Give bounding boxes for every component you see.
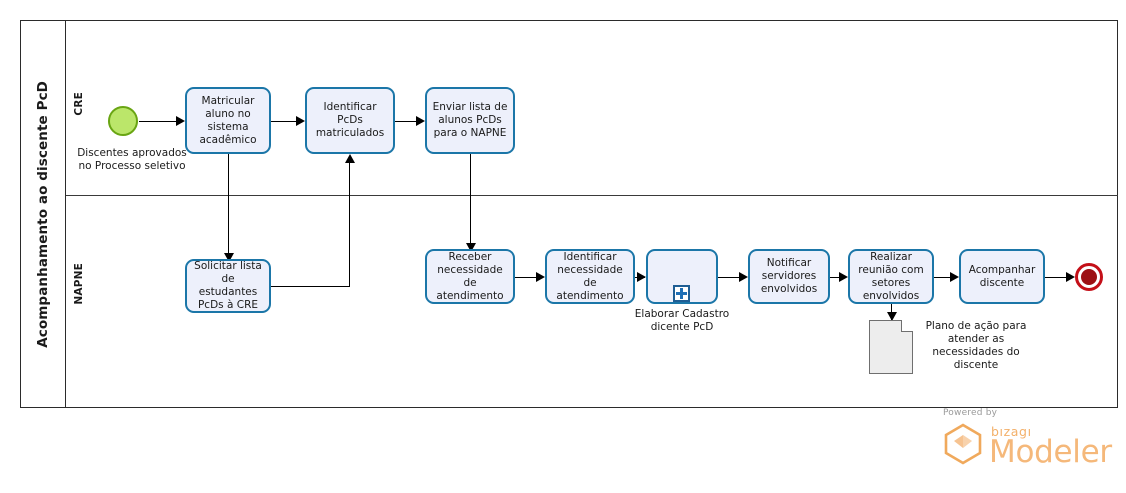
subprocess-elaborar-cadastro[interactable] (646, 249, 718, 304)
end-event-circle[interactable] (1075, 263, 1103, 291)
pool-title-band: Acompanhamento ao discente PcD (20, 20, 66, 408)
association-arrow (886, 312, 897, 321)
flow-receber-to-identificar-nec (515, 276, 537, 278)
flow-matricular-to-solicitar (227, 154, 229, 259)
flow-arrow (344, 154, 355, 163)
plus-icon (673, 285, 690, 302)
bizagi-wordmark: bızagı (991, 424, 1032, 439)
task-notificar-servidores[interactable]: Notificar servidores envolvidos (748, 249, 830, 304)
powered-by-label: Powered by (943, 408, 998, 418)
bizagi-hexagon-logo (944, 423, 982, 465)
lane-cre (66, 20, 1118, 196)
start-event-circle[interactable] (108, 106, 138, 136)
flow-realizar-to-acompanhar (934, 276, 952, 278)
flow-acompanhar-to-end (1045, 276, 1068, 278)
task-identificar-necessidade[interactable]: Identificar necessidade de atendimento (545, 249, 635, 304)
flow-solicitar-to-identificar-h (271, 285, 350, 287)
flow-enviar-to-receber (469, 154, 471, 249)
data-object-plano-acao-label: Plano de ação para atender as necessidad… (925, 320, 1027, 371)
task-solicitar-lista[interactable]: Solicitar lista de estudantes PcDs à CRE (185, 259, 271, 313)
flow-arrow (223, 253, 234, 262)
flow-arrow (739, 272, 748, 282)
flow-start-to-matricular (139, 120, 177, 122)
pool-title-text: Acompanhamento ao discente PcD (34, 80, 51, 348)
subprocess-elaborar-cadastro-label: Elaborar Cadastro dicente PcD (634, 308, 730, 333)
flow-notificar-to-realizar (830, 276, 842, 278)
process-pool (20, 20, 1118, 408)
lane-label-cre-text: CRE (73, 92, 85, 116)
flow-elaborar-to-notificar (718, 276, 740, 278)
document-fold-corner (901, 320, 913, 332)
start-event-label-line1: Discentes aprovados (77, 147, 187, 159)
lane-label-napne: NAPNE (68, 258, 90, 310)
task-realizar-reuniao[interactable]: Realizar reunião com setores envolvidos (848, 249, 934, 304)
flow-arrow (176, 116, 185, 126)
task-matricular[interactable]: Matricular aluno no sistema acadêmico (185, 87, 271, 154)
flow-arrow (416, 116, 425, 126)
flow-arrow (296, 116, 305, 126)
task-identificar-pcds[interactable]: Identificar PcDs matriculados (305, 87, 395, 154)
task-receber-necessidade[interactable]: Receber necessidade de atendimento (425, 249, 515, 304)
flow-arrow (536, 272, 545, 282)
task-acompanhar-discente[interactable]: Acompanhar discente (959, 249, 1045, 304)
start-event-label: Discentes aprovados no Processo seletivo (72, 147, 192, 173)
flow-arrow (637, 272, 646, 282)
flow-arrow (839, 272, 848, 282)
flow-arrow (950, 272, 959, 282)
flow-identificar-to-enviar (395, 120, 417, 122)
flow-arrow (1066, 272, 1075, 282)
flow-arrow (465, 243, 476, 252)
modeler-wordmark: Modeler (989, 434, 1112, 470)
flow-solicitar-to-identificar-v (348, 163, 350, 286)
bizagi-branding: Powered by bızagı Modeler (941, 408, 1112, 470)
task-enviar-lista[interactable]: Enviar lista de alunos PcDs para o NAPNE (425, 87, 515, 154)
data-object-plano-acao[interactable] (869, 320, 913, 374)
flow-matricular-to-identificar (271, 120, 297, 122)
lane-label-cre: CRE (68, 86, 90, 122)
lane-label-napne-text: NAPNE (73, 263, 85, 305)
start-event-label-line2: no Processo seletivo (78, 160, 186, 172)
